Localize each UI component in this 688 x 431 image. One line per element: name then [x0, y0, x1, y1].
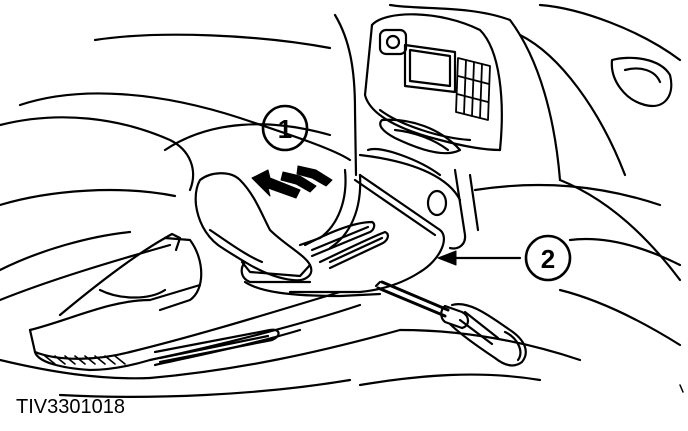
callout-1: 1 — [261, 104, 309, 152]
trim-panel — [288, 173, 446, 294]
left-seat — [0, 116, 195, 302]
callout-1-label: 1 — [278, 114, 292, 144]
radio-display — [403, 43, 457, 94]
reference-code: TIV3301018 — [16, 396, 125, 418]
dashboard-outline — [18, 3, 682, 347]
vent-slot — [379, 118, 462, 155]
screwdriver-ferrule — [440, 304, 470, 330]
console-storage-slot — [153, 328, 280, 364]
callout-2-label: 2 — [541, 244, 555, 274]
console-grille — [44, 355, 126, 365]
screwdriver-handle — [448, 303, 527, 367]
callout-2: 2 — [437, 234, 572, 282]
direction-arrow — [251, 165, 333, 199]
gear-lever-assembly — [194, 168, 446, 298]
trim-slot — [303, 220, 376, 258]
screwdriver — [374, 280, 527, 367]
edge-mark — [679, 384, 684, 393]
console-switch — [426, 189, 448, 217]
gear-knob — [194, 172, 313, 282]
callout-2-arrowhead — [437, 250, 457, 266]
radio-buttons-grid — [455, 57, 491, 121]
handbrake-tunnel — [0, 232, 582, 398]
center-console — [358, 13, 503, 250]
radio-knob — [378, 28, 408, 56]
